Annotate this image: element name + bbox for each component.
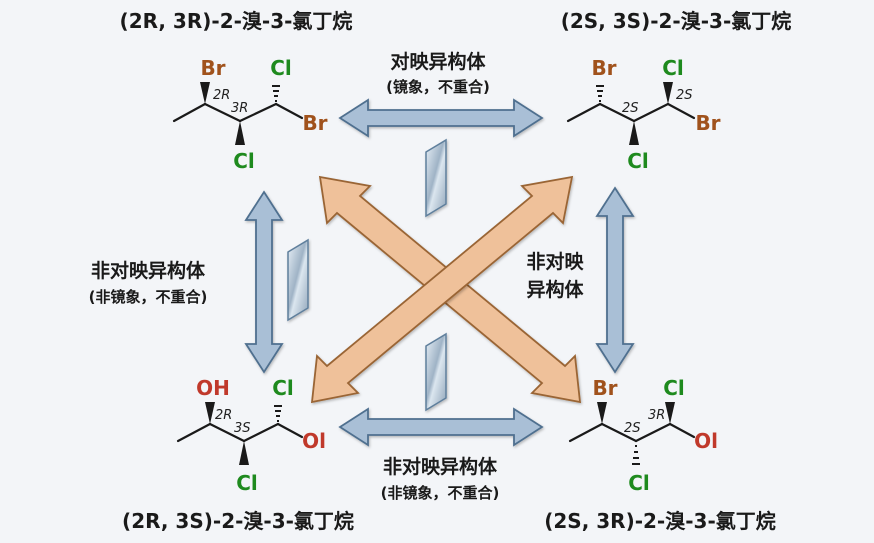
atom-bromine: Br [302,111,327,135]
atom-chlorine: Cl [233,149,255,173]
atom-chlorine: Cl [663,376,685,400]
stereo-label: 2R [215,408,232,423]
atom-oxygen: Ol [694,429,718,453]
atom-chlorine: Cl [236,471,258,495]
title-2s3r: (2S, 3R)-2-溴-3-氯丁烷 [544,509,776,533]
atom-chlorine: Cl [272,376,294,400]
molecule-2r3r: Br Cl Cl Br 2R 3R [172,56,328,173]
hash-bond [272,85,280,102]
mirror-icon [425,332,447,412]
hash-bond [596,85,604,102]
atom-chlorine: Cl [628,471,650,495]
stereo-label: 3R [648,408,665,423]
label-bottom-line1: 非对映异构体 [383,455,498,478]
cross-arrow-tr-bl [310,175,574,404]
label-right-line2: 异构体 [526,278,584,301]
label-top-line1: 对映异构体 [390,50,486,73]
label-top-line2: (镜象，不重合) [386,78,490,96]
stereo-label: 2R [213,88,230,103]
molecule-2s3r: Br Cl Cl Ol 2S 3R [568,376,718,495]
arrow-left-diastereomer [244,190,284,374]
molecule-2r3s: OH Cl Cl Ol 2R 3S [176,376,326,495]
atom-oxygen: Ol [302,429,326,453]
atom-chlorine: Cl [270,56,292,80]
stereo-label: 2S [676,88,693,103]
wedge-bond [597,402,607,424]
atom-bromine: Br [592,376,617,400]
hash-bond [632,445,640,465]
stereo-label: 2S [622,101,639,116]
atom-bromine: Br [695,111,720,135]
atom-chlorine: Cl [662,56,684,80]
title-2r3s: (2R, 3S)-2-溴-3-氯丁烷 [122,509,354,533]
wedge-bond [200,82,210,104]
atom-bromine: Br [591,56,616,80]
title-2s3s: (2S, 3S)-2-溴-3-氯丁烷 [561,9,792,33]
label-left-line2: (非镜象，不重合) [89,288,208,306]
molecule-2s3s: Br Cl Cl Br 2S 2S [566,56,721,173]
stereo-label: 3S [234,421,251,436]
wedge-bond [629,121,639,145]
label-bottom-line2: (非镜象，不重合) [381,484,500,502]
label-left-line1: 非对映异构体 [91,259,206,282]
mirror-icon [425,138,447,218]
hash-bond [274,405,282,422]
arrow-bottom-diastereomer [338,407,544,447]
stereo-label: 2S [624,421,641,436]
mirror-icon [287,238,309,322]
atom-hydroxyl: OH [196,376,230,400]
wedge-bond [665,402,675,424]
wedge-bond [205,402,215,424]
label-right-line1: 非对映 [526,250,584,273]
arrow-top-enantiomer [338,98,544,138]
stereo-label: 3R [231,101,248,116]
wedge-bond [235,121,245,145]
atom-bromine: Br [200,56,225,80]
wedge-bond [663,82,673,104]
atom-chlorine: Cl [627,149,649,173]
wedge-bond [239,441,249,465]
title-2r3r: (2R, 3R)-2-溴-3-氯丁烷 [120,9,353,33]
arrow-right-diastereomer [595,186,635,374]
